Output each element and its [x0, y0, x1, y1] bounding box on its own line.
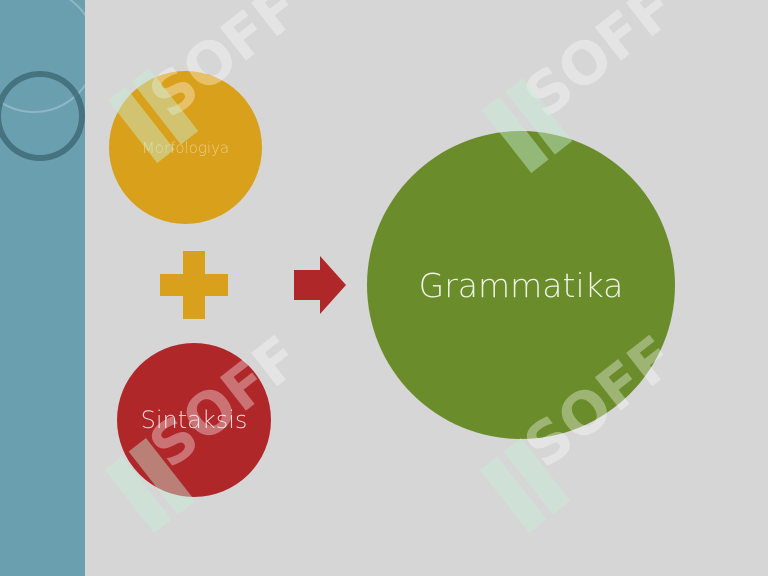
- morfologiya-circle: Morfologiya: [109, 71, 262, 224]
- sintaksis-label: Sintaksis: [140, 406, 248, 434]
- plus-icon: [160, 251, 228, 319]
- sintaksis-circle: Sintaksis: [117, 343, 271, 497]
- sidebar-decoration: [0, 0, 85, 576]
- grammatika-circle: Grammatika: [367, 131, 675, 439]
- right-arrow-icon: [294, 256, 346, 314]
- svg-text:SOFF: SOFF: [512, 0, 688, 131]
- morfologiya-label: Morfologiya: [141, 138, 230, 157]
- ring-decoration-icon: [0, 0, 85, 161]
- grammatika-label: Grammatika: [418, 265, 624, 305]
